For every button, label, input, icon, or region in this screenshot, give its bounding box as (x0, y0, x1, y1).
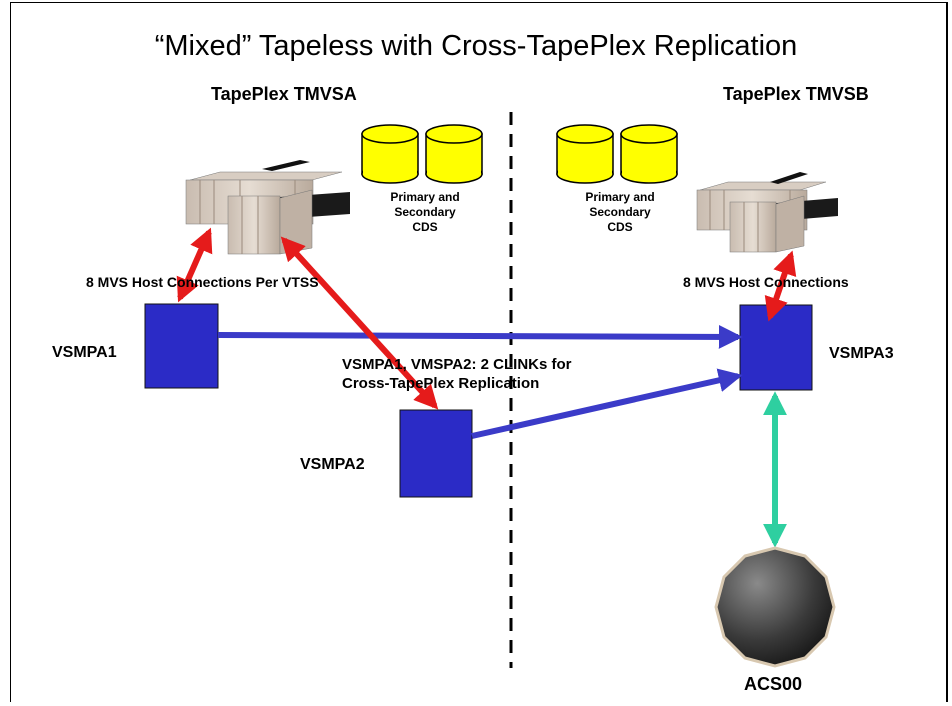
cds-left-line1: Primary and (390, 190, 460, 204)
host-arrow-right-to-vsmpa3 (764, 250, 797, 322)
page-title: “Mixed” Tapeless with Cross-TapePlex Rep… (154, 30, 798, 62)
host-connections-left-label: 8 MVS Host Connections Per VTSS (86, 274, 319, 290)
cds-right-line3: CDS (607, 220, 633, 234)
cds-cylinder-left-1 (361, 124, 419, 184)
tapeplex-left-label: TapePlex TMVSA (211, 84, 357, 104)
cds-right-label: Primary and Secondary CDS (575, 190, 665, 235)
cds-right-line1: Primary and (585, 190, 655, 204)
vsmpa1-box (144, 303, 219, 389)
cds-cylinder-right-2 (620, 124, 678, 184)
clink-arrow-vsmpa2-to-vsmpa3 (471, 368, 743, 439)
cds-right-line2: Secondary (589, 205, 651, 219)
slide-frame (10, 2, 948, 702)
host-arrow-left-to-vsmpa1 (176, 227, 213, 303)
cds-cylinder-right-1 (556, 124, 614, 184)
acs00-library-icon (714, 546, 836, 668)
tapeplex-right-label: TapePlex TMVSB (723, 84, 869, 104)
vsmpa2-label: VSMPA2 (300, 456, 365, 473)
vsmpa3-label: VSMPA3 (829, 345, 894, 362)
cds-cylinder-left-2 (425, 124, 483, 184)
vsmpa1-label: VSMPA1 (52, 344, 117, 361)
mainframe-host-right-icon (696, 172, 838, 253)
cds-left-line2: Secondary (394, 205, 456, 219)
host-arrow-left-to-vsmpa2 (280, 236, 439, 410)
cds-left-label: Primary and Secondary CDS (380, 190, 470, 235)
cds-left-line3: CDS (412, 220, 438, 234)
mainframe-host-left-icon (185, 160, 350, 255)
clink-note-line2: Cross-TapePlex Replication (342, 375, 540, 392)
vsmpa2-box (399, 409, 473, 498)
clink-note-line1: VSMPA1, VMSPA2: 2 CLINKs for (342, 356, 572, 373)
acs00-label: ACS00 (744, 674, 803, 694)
vsmpa3-box (739, 304, 813, 391)
clink-arrow-vsmpa1-to-vsmpa3 (217, 324, 743, 349)
host-connections-right-label: 8 MVS Host Connections (683, 274, 849, 290)
clink-note: VSMPA1, VMSPA2: 2 CLINKs for Cross-TapeP… (342, 355, 571, 393)
